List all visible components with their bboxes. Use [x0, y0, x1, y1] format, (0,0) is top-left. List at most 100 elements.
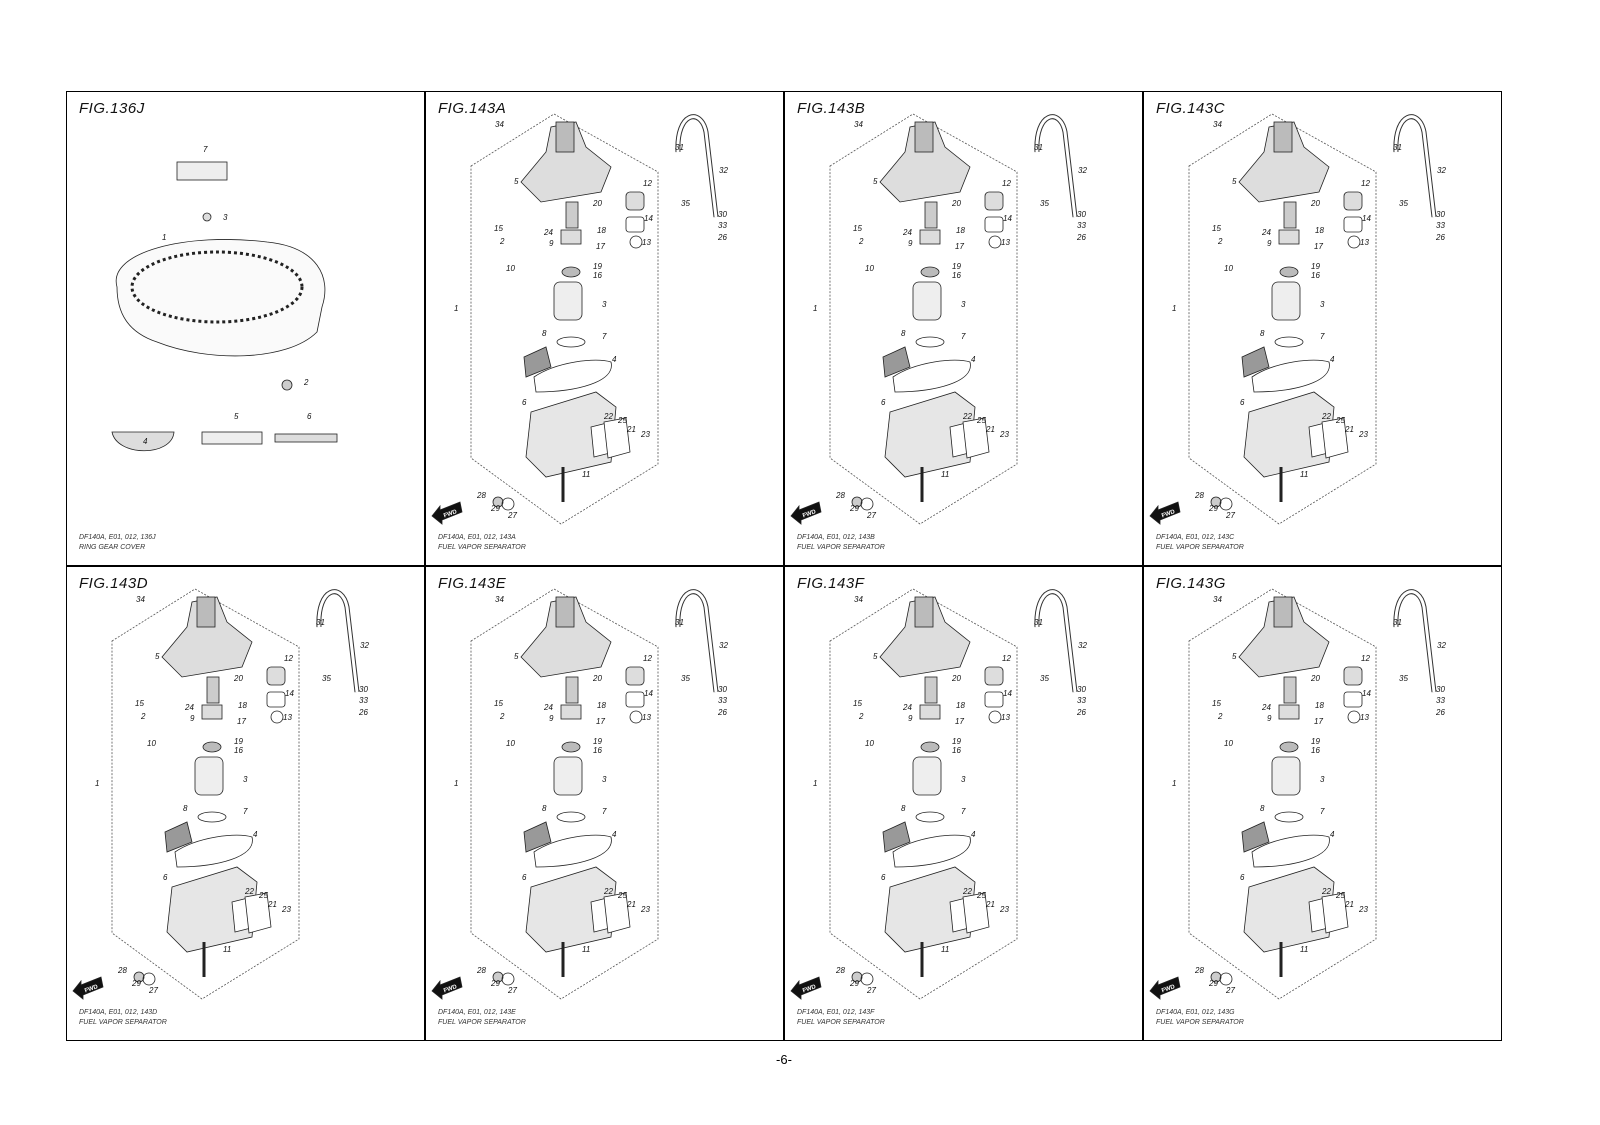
callout-label: 7	[1320, 807, 1325, 816]
o-ring	[629, 235, 643, 249]
callout-label: 15	[494, 699, 503, 708]
callout-label: 14	[644, 214, 653, 223]
ring-gear-cover	[115, 239, 326, 357]
fuel-hose-inner	[1394, 590, 1436, 693]
callout-label: 13	[283, 713, 292, 722]
washer	[501, 972, 515, 986]
pump-cap	[201, 704, 223, 720]
separator-drawing	[431, 113, 719, 525]
callout-label: 28	[835, 491, 845, 500]
callout-label: 6	[881, 398, 886, 407]
assembly-outline	[111, 588, 300, 1000]
callout-label: 35	[1040, 674, 1049, 683]
separator-drawing	[1149, 113, 1437, 525]
callout-label: 14	[1362, 689, 1371, 698]
cap-tower	[914, 596, 934, 628]
callout-label: 22	[1321, 887, 1331, 896]
callout-label: 13	[1001, 238, 1010, 247]
pump-seat	[197, 811, 227, 823]
callout-label: 30	[718, 210, 727, 219]
callout-label: 21	[267, 900, 277, 909]
separator-drawing	[1149, 588, 1437, 1000]
callout-label: 3	[602, 775, 607, 784]
warning-decal	[201, 431, 263, 445]
callout-label: 4	[612, 830, 617, 839]
regulator	[625, 666, 645, 686]
callout-label: 34	[854, 595, 863, 604]
part-group-caption: FUEL VAPOR SEPARATOR	[1156, 1019, 1244, 1026]
callout-label: 35	[322, 674, 331, 683]
callout-label: 4	[253, 830, 258, 839]
callout-label: 8	[183, 804, 188, 813]
callout-label: 9	[1267, 239, 1272, 248]
callout-label: 22	[962, 887, 972, 896]
callout-label: 18	[238, 701, 247, 710]
callout-label: 17	[1314, 242, 1323, 251]
callout-label: 33	[718, 696, 727, 705]
grommet	[1279, 741, 1299, 753]
part-group-caption: FUEL VAPOR SEPARATOR	[438, 544, 526, 551]
callout-label: 27	[1225, 511, 1235, 520]
callout-label: 34	[1213, 120, 1222, 129]
fwd-label: FWD	[1161, 509, 1177, 520]
regulator-body	[984, 691, 1004, 708]
callout-label: 8	[542, 329, 547, 338]
callout-label: 18	[1315, 701, 1324, 710]
fuel-hose-inner	[676, 590, 718, 693]
callout-label: 30	[359, 685, 368, 694]
fuel-pump	[1271, 756, 1301, 796]
callout-label: 33	[1436, 696, 1445, 705]
callout-label: 25	[1335, 416, 1345, 425]
callout-label: 24	[902, 703, 912, 712]
pressure-sensor	[1241, 821, 1270, 853]
callout-label: 30	[1436, 685, 1445, 694]
cover-plate	[1321, 892, 1349, 934]
fwd-arrow-icon	[72, 976, 104, 1000]
callout-label: 35	[1040, 199, 1049, 208]
callout-label: 9	[908, 239, 913, 248]
callout-label: 1	[813, 779, 817, 788]
model-caption: DF140A, E01, 012, 143C	[1156, 534, 1235, 541]
filter	[565, 201, 579, 229]
callout-label: 25	[617, 891, 627, 900]
pump-seat	[556, 336, 586, 348]
callout-label: 26	[1435, 233, 1445, 242]
callout-label: 29	[849, 979, 859, 988]
callout-label: 3	[243, 775, 248, 784]
callout-label: 2	[140, 712, 146, 721]
grommet	[1279, 266, 1299, 278]
callout-label: 21	[626, 900, 636, 909]
callout-label: 11	[941, 470, 949, 479]
callout-label: 26	[1076, 233, 1086, 242]
callout-label: 19	[952, 737, 961, 746]
callout-label: 19	[234, 737, 243, 746]
callout-label: 10	[1224, 264, 1233, 273]
callout-label: 19	[1311, 737, 1320, 746]
pump-cap	[919, 229, 941, 245]
callout-label: 24	[1261, 703, 1271, 712]
part-group-caption: RING GEAR COVER	[79, 544, 146, 551]
callout-label: 3	[961, 300, 966, 309]
fuel-hose-inner	[317, 590, 359, 693]
callout-label: 16	[952, 746, 961, 755]
bolt	[1210, 496, 1222, 508]
o-ring	[1347, 235, 1361, 249]
callout-label: 30	[718, 685, 727, 694]
callout-label: 6	[881, 873, 886, 882]
callout-label: 19	[593, 262, 602, 271]
callout-label: 15	[1212, 699, 1221, 708]
figure-title: FIG.143A	[438, 100, 507, 117]
callout-label: 22	[244, 887, 254, 896]
screw	[202, 212, 212, 222]
fuel-hose-inner	[676, 115, 718, 218]
callouts: 1234567891011121314151617181920212223242…	[813, 595, 1087, 995]
o-ring	[629, 710, 643, 724]
model-caption: DF140A, E01, 012, 143A	[438, 534, 516, 541]
exploded-diagram: FWD1234567891011121314151617181920212223…	[790, 113, 1087, 525]
fwd-arrow-icon	[1149, 501, 1181, 525]
callout-label: 7	[1320, 332, 1325, 341]
callout-label: 27	[507, 986, 517, 995]
separator-cap	[1238, 596, 1330, 678]
part-group-caption: FUEL VAPOR SEPARATOR	[1156, 544, 1244, 551]
